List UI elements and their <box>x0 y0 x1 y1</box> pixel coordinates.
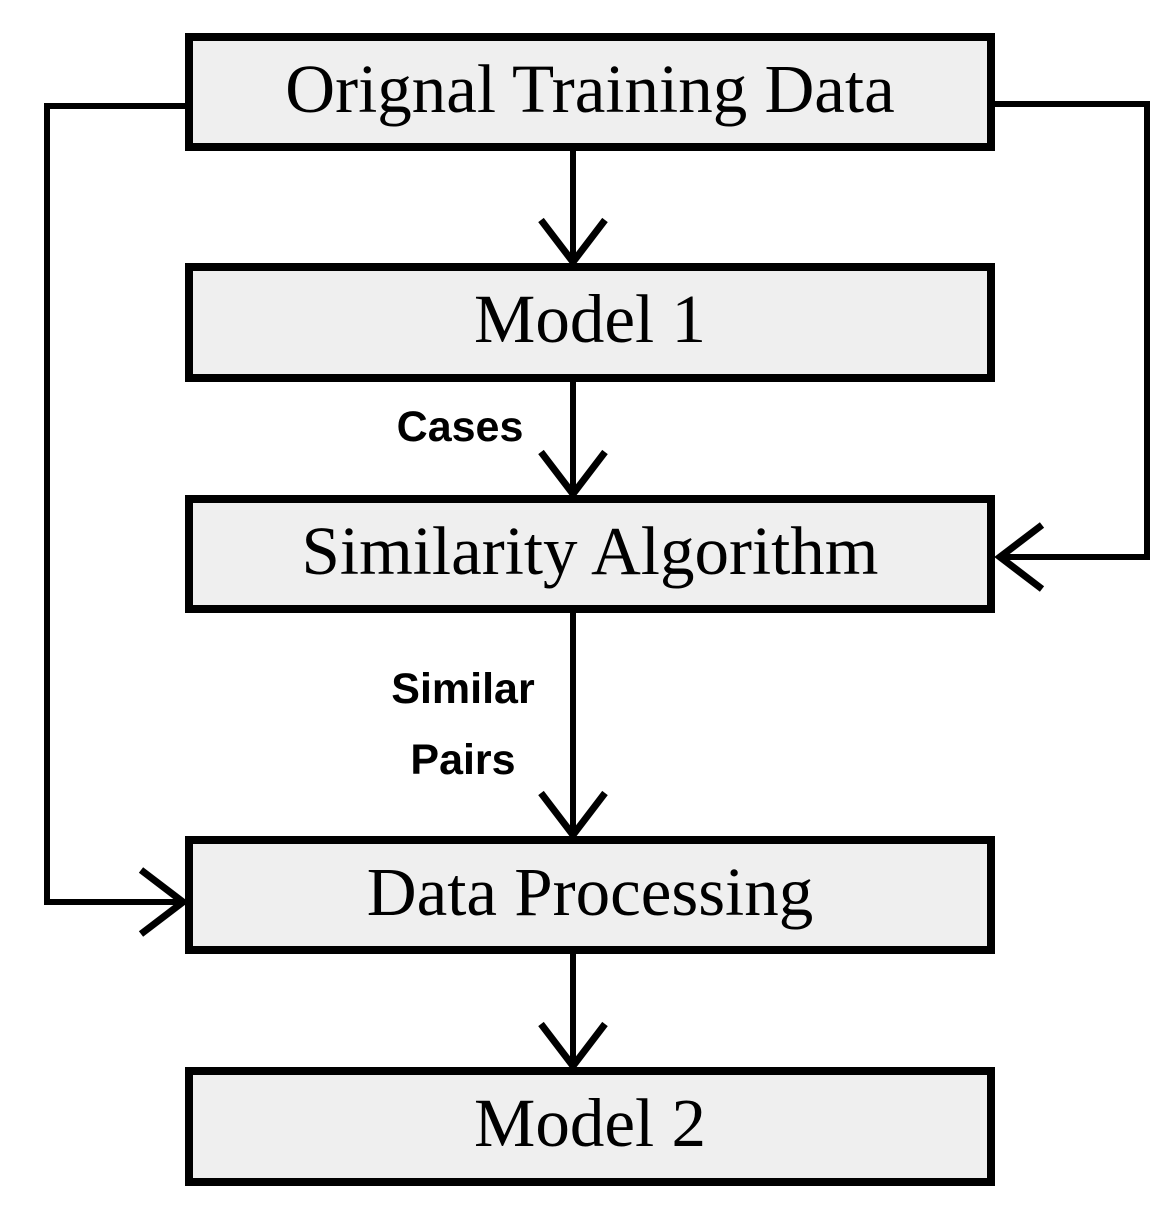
node-label: Orignal Training Data <box>285 50 895 127</box>
edge-processing-to-model2 <box>538 953 608 1072</box>
node-label: Data Processing <box>366 853 814 930</box>
arrowhead-right-icon <box>138 867 189 937</box>
edge-original-to-processing <box>44 103 189 937</box>
edge-model1-to-similarity <box>538 381 608 500</box>
edge-original-to-similarity <box>994 101 1150 592</box>
edge-label-pairs: Pairs <box>410 736 516 784</box>
node-original-training-data: Orignal Training Data <box>185 33 995 151</box>
node-data-processing: Data Processing <box>185 836 995 954</box>
edge-label-similar: Similar <box>391 665 535 713</box>
node-label: Similarity Algorithm <box>301 512 879 589</box>
node-model-1: Model 1 <box>185 263 995 382</box>
node-label: Model 1 <box>474 281 706 357</box>
node-similarity-algorithm: Similarity Algorithm <box>185 495 995 613</box>
arrowhead-down-icon <box>538 1021 608 1072</box>
edge-original-to-model1 <box>538 150 608 268</box>
node-label: Model 2 <box>474 1085 706 1161</box>
arrowhead-down-icon <box>538 217 608 268</box>
arrowhead-down-icon <box>538 449 608 500</box>
node-model-2: Model 2 <box>185 1067 995 1186</box>
edge-similarity-to-processing <box>538 612 608 841</box>
edge-label-similar-pairs: Similar Pairs <box>355 654 571 796</box>
arrowhead-left-icon <box>994 522 1045 592</box>
edge-line <box>995 101 1150 560</box>
arrowhead-down-icon <box>538 790 608 841</box>
edge-line <box>44 103 185 905</box>
edge-label-cases: Cases <box>396 403 524 451</box>
